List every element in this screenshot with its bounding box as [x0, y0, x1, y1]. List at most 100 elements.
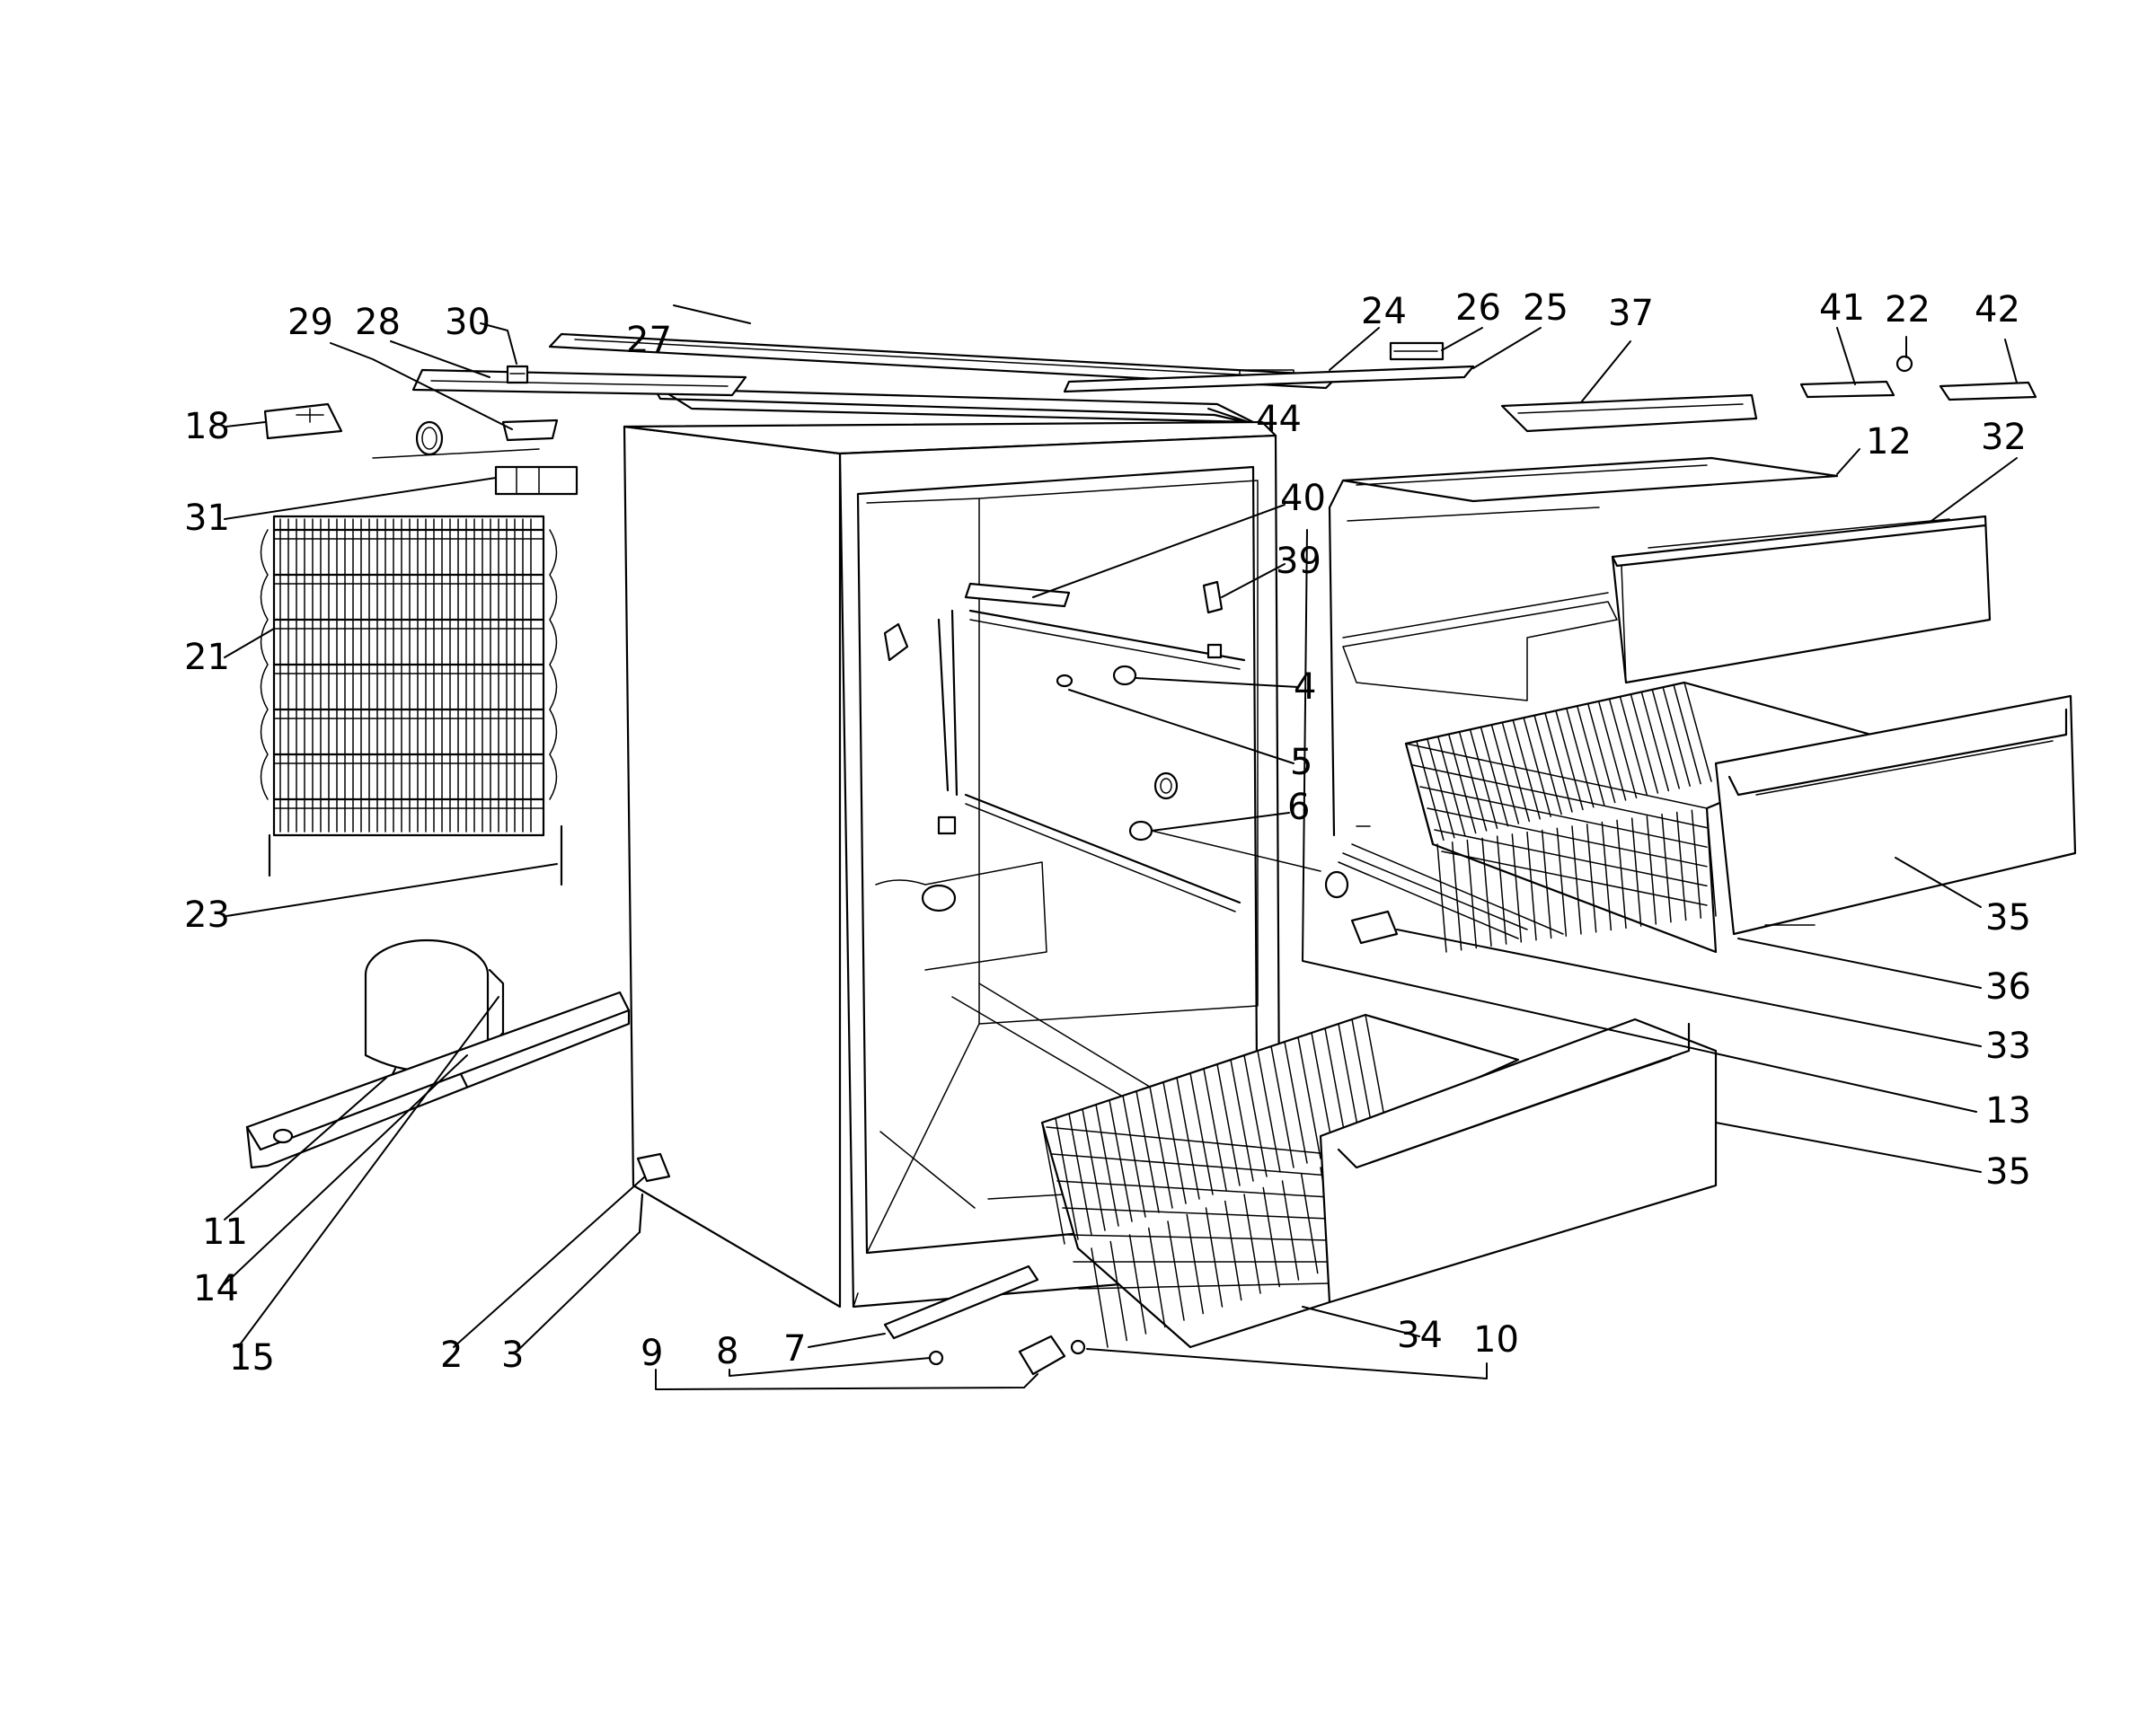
- wire-line: [1601, 821, 1613, 931]
- callout-24: 24: [1361, 291, 1407, 332]
- wire-line: [1205, 1207, 1224, 1308]
- wire-line: [1437, 736, 1466, 836]
- wire-line: [1544, 712, 1573, 813]
- callout-9: 9: [641, 1333, 663, 1374]
- runner-7: [883, 1265, 1039, 1340]
- callout-7: 7: [783, 1328, 806, 1370]
- callout-35-upper: 35: [1985, 897, 2031, 938]
- screw-8: [928, 1350, 944, 1366]
- rear-strip-25: [1063, 365, 1475, 393]
- callout-6: 6: [1287, 787, 1310, 828]
- wire-line: [1297, 1036, 1321, 1159]
- wire-line: [1068, 1113, 1092, 1236]
- callout-27: 27: [626, 320, 672, 361]
- wire-line: [1555, 709, 1584, 811]
- callout-18: 18: [184, 406, 230, 447]
- callout-39: 39: [1276, 541, 1321, 582]
- wire-line: [1441, 850, 1708, 906]
- callout-26: 26: [1455, 287, 1501, 329]
- wire-line: [1095, 1104, 1119, 1227]
- wire-line: [1067, 1234, 1330, 1241]
- wire-line: [1630, 817, 1642, 927]
- callout-12: 12: [1866, 421, 1912, 463]
- callout-42: 42: [1975, 289, 2020, 330]
- callout-labels: 27 29 28 30 24 26 25 37 41 22 42 18 44 1…: [184, 287, 2031, 1379]
- wire-line: [1262, 1186, 1280, 1288]
- lower-basket-34: [1040, 1013, 1520, 1349]
- wire-line: [1257, 1050, 1281, 1173]
- wire-line: [1661, 813, 1672, 923]
- wire-line: [1284, 1041, 1308, 1164]
- wire-line: [1469, 728, 1498, 830]
- wire-line: [1683, 682, 1712, 782]
- freezer-flap-32: [1611, 515, 1992, 684]
- callout-4: 4: [1294, 666, 1316, 708]
- wire-line: [1051, 1153, 1330, 1176]
- wire-line: [1651, 689, 1680, 789]
- callout-23: 23: [184, 894, 230, 936]
- wire-line: [1434, 829, 1708, 887]
- wire-line: [1501, 721, 1531, 823]
- wire-line: [1466, 839, 1478, 949]
- wire-line: [1673, 683, 1701, 785]
- wire-line: [1046, 1126, 1330, 1155]
- upper-basket-36: [1404, 681, 1879, 954]
- callout-37: 37: [1608, 293, 1654, 334]
- wire-line: [1577, 705, 1605, 806]
- wire-line: [1128, 1234, 1147, 1335]
- spring-29: [372, 419, 559, 459]
- wire-line: [1427, 738, 1455, 839]
- wire-line: [1706, 807, 1717, 917]
- wire-line: [1458, 731, 1488, 832]
- wire-line: [1566, 708, 1595, 808]
- wire-line: [1556, 827, 1568, 937]
- callout-8: 8: [716, 1331, 738, 1372]
- callout-34: 34: [1397, 1315, 1443, 1356]
- wire-line: [1436, 843, 1447, 953]
- wire-line: [1405, 743, 1708, 809]
- hinge-9: [1018, 1335, 1066, 1376]
- callout-3: 3: [501, 1335, 524, 1376]
- freezer-liner-12: [1328, 456, 1839, 935]
- wire-line: [1447, 733, 1477, 834]
- wire-line: [1480, 726, 1509, 827]
- wire-line: [1167, 1220, 1185, 1321]
- wire-line: [1523, 717, 1551, 817]
- wire-line: [1216, 1063, 1241, 1186]
- bracket-41: [1799, 380, 1895, 399]
- wire-line: [1541, 829, 1552, 939]
- wire-line: [1243, 1194, 1261, 1294]
- wire-line: [1162, 1081, 1187, 1204]
- wire-line: [1419, 786, 1708, 848]
- wire-line: [1243, 1054, 1268, 1177]
- callout-30: 30: [445, 302, 490, 343]
- wire-line: [1186, 1213, 1204, 1315]
- condenser-21: [260, 515, 563, 886]
- wire-line: [1041, 1122, 1065, 1245]
- wire-line: [1056, 1180, 1330, 1198]
- bracket-42: [1939, 381, 2037, 401]
- callout-13: 13: [1985, 1090, 2031, 1132]
- wire-line: [1416, 740, 1445, 842]
- bracket-33: [1350, 910, 1399, 945]
- ice-tray-37: [1500, 393, 1758, 433]
- wire-line: [1082, 1108, 1106, 1231]
- wire-line: [1176, 1077, 1200, 1200]
- relay-box-31: [494, 465, 579, 496]
- thermostat-30: [506, 365, 529, 384]
- wire-line: [1451, 842, 1462, 951]
- callout-22: 22: [1885, 289, 1931, 330]
- wire-line: [1571, 825, 1582, 935]
- wire-line: [1412, 764, 1708, 829]
- callout-10: 10: [1473, 1319, 1519, 1361]
- wire-line: [1109, 1240, 1127, 1342]
- callout-44: 44: [1256, 399, 1302, 440]
- trim-strip-28: [411, 368, 747, 397]
- worktop-part-27: [548, 332, 1340, 390]
- wire-line: [1224, 1200, 1242, 1301]
- callout-15: 15: [229, 1337, 275, 1379]
- wire-line: [1496, 835, 1507, 945]
- wire-line: [1055, 1117, 1079, 1240]
- wire-line: [1526, 831, 1537, 941]
